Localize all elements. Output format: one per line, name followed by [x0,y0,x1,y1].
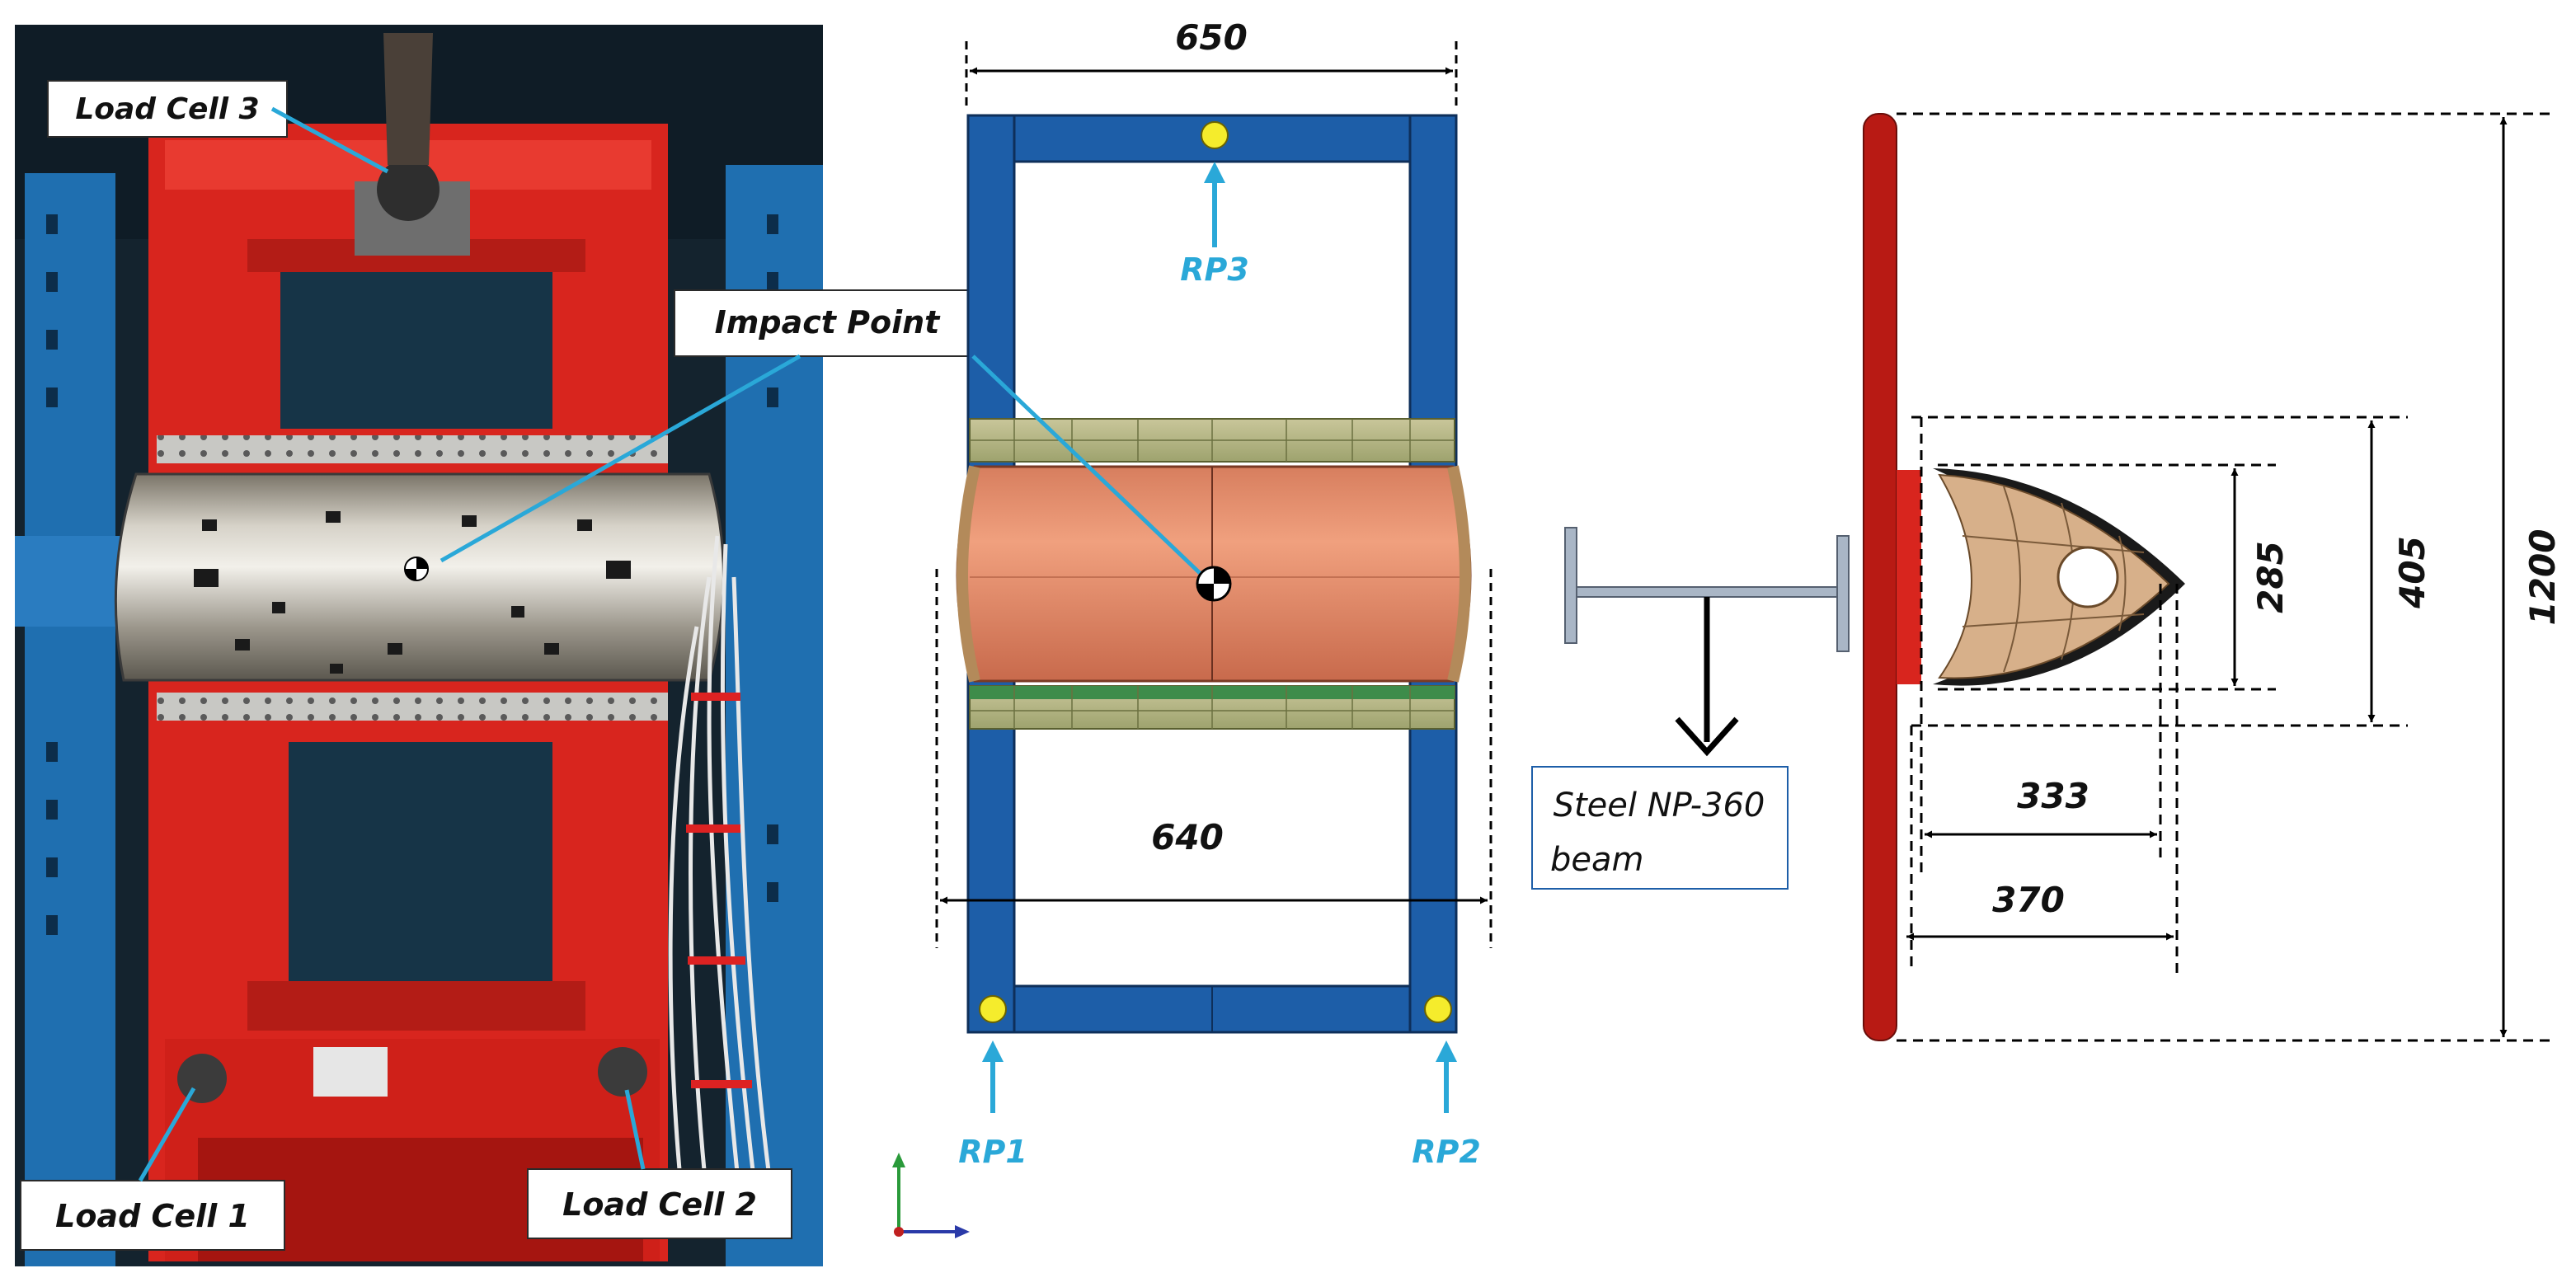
beam-load-arrow-head [1675,716,1739,757]
load-cell-3-rod [383,33,433,165]
plate-mount-block [1897,470,1921,684]
frame-lower-window [289,742,552,981]
section-cutout [2057,546,2119,608]
instrumentation-cables [668,535,778,1221]
reference-point-rp2: RP2 [1412,995,1481,1170]
label-load-cell-2: Load Cell 2 [527,1168,792,1239]
load-cell-1-body [177,1054,227,1103]
dim-650-text: 650 [1175,17,1248,58]
fe-impact-point-marker [1196,566,1232,602]
blue-rack-left [25,173,115,1266]
cable-ties [686,693,752,1088]
dim-370-text: 370 [1992,880,2065,920]
load-cell-2-body [598,1047,647,1097]
panel-left-edge [957,465,980,683]
dim-1200-text: 1200 [2522,529,2563,626]
frame-upper-window [280,272,552,429]
upper-perforated-bar [157,435,668,463]
label-load-cell-1-text: Load Cell 1 [55,1198,250,1234]
rp1-label: RP1 [958,1134,1027,1170]
frame-lower-rim [247,981,585,1031]
label-load-cell-1: Load Cell 1 [20,1180,285,1251]
impact-point-leader [971,355,1201,575]
dim-285-text: 285 [2250,541,2291,613]
photo-impact-target [404,557,429,581]
coordinate-triad [892,1153,970,1238]
test-rig-photo: Load Cell 3 Impact Point Load Cell 1 Loa… [15,25,980,1266]
rack-holes [46,214,778,935]
photo-leader-lines [138,106,801,1182]
side-view-extension-lines [1897,112,2556,1042]
reference-point-rp1: RP1 [958,995,1027,1170]
rp3-label: RP3 [1180,251,1249,288]
blue-rack-brace [15,536,130,627]
dim-405-text: 405 [2392,536,2433,609]
section-mesh [1962,486,2145,673]
label-impact-point: Impact Point [674,289,980,357]
label-impact-point-text: Impact Point [715,304,942,341]
wire-spool [313,1047,388,1097]
label-load-cell-3: Load Cell 3 [47,80,288,138]
panel-right-edge [1447,465,1471,683]
label-load-cell-2-text: Load Cell 2 [562,1186,757,1223]
beam-label-line2: beam [1550,841,1643,879]
dim-333-text: 333 [2017,776,2089,816]
lower-band-mesh [970,686,1455,729]
support-plate [1863,113,1897,1041]
upper-band-mesh [970,419,1455,462]
beam-label: Steel NP-360 beam [1531,766,1789,890]
label-load-cell-3-text: Load Cell 3 [75,92,259,126]
reference-point-rp3: RP3 [1180,121,1249,288]
rp2-label: RP2 [1412,1134,1481,1170]
beam-label-line1: Steel NP-360 [1554,787,1765,824]
lower-perforated-bar [157,693,668,721]
dim-640-text: 640 [1151,817,1224,857]
strain-gauge-markers [194,511,631,674]
fe-model: 650 [892,17,1492,1238]
load-cell-3-body [377,158,440,221]
section-core [1938,473,2170,679]
side-view: Steel NP-360 beam [1531,112,2563,1042]
